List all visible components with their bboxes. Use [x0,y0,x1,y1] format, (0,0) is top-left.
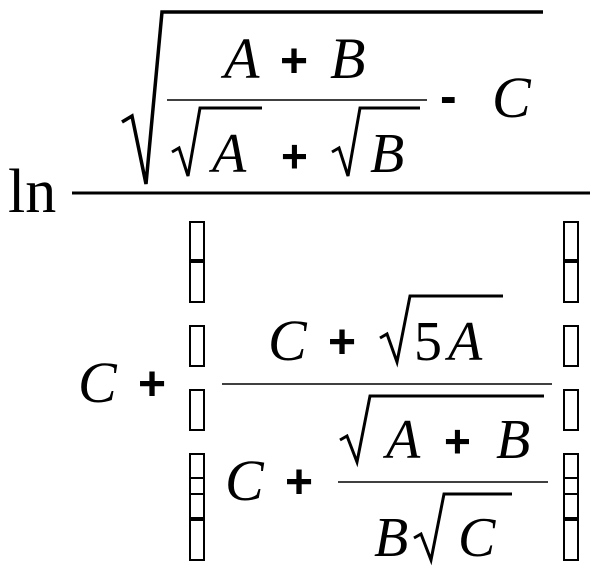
bf-top-five: 5 [414,311,442,373]
left-paren-box [189,453,205,495]
bf-sub-top-a: A [382,409,421,471]
num-bottom-b: B [370,123,404,185]
right-paren-box [563,519,579,561]
bf-sub-bottom-c: C [458,507,496,569]
bf-bottom-plus: + [285,456,313,509]
bf-sub-top-plus: + [444,415,471,467]
bf-sub-bottom-b: B [374,507,408,569]
left-paren-placeholders [189,221,205,561]
left-paren-box [189,477,205,519]
sqrt-a-radical [171,106,262,177]
left-paren-box [189,389,205,431]
left-paren-box [189,261,205,303]
bf-sub-top-b: B [496,409,530,471]
bf-top-a: A [444,311,483,373]
num-top-plus: + [280,35,308,88]
bf-bottom-c: C [225,448,265,513]
den-plus: + [138,358,166,411]
right-paren-placeholders [563,221,579,561]
num-top-a: A [220,26,260,91]
left-paren-box [189,519,205,561]
num-bottom-a: A [208,123,247,185]
left-paren-box [189,221,205,261]
sqrt-b-radical [331,106,420,177]
right-paren-box [563,477,579,519]
ln-function: ln [8,158,56,226]
right-paren-box [563,389,579,431]
left-paren-box [189,325,205,367]
num-top-b: B [330,26,365,91]
outer-radical-sign [121,10,543,185]
bf-top-plus: + [328,316,356,369]
num-minus: - [440,68,457,124]
sqrt-ab-radical [339,394,544,468]
bf-top-c: C [268,308,308,373]
num-trailing-c: C [492,65,532,130]
right-paren-box [563,221,579,261]
right-paren-box [563,261,579,303]
sqrt-5a-radical [379,294,503,368]
sqrt-c-radical [413,492,512,566]
num-bottom-plus: + [281,130,308,182]
right-paren-box [563,453,579,495]
den-lead-c: C [78,350,118,415]
right-paren-box [563,325,579,367]
